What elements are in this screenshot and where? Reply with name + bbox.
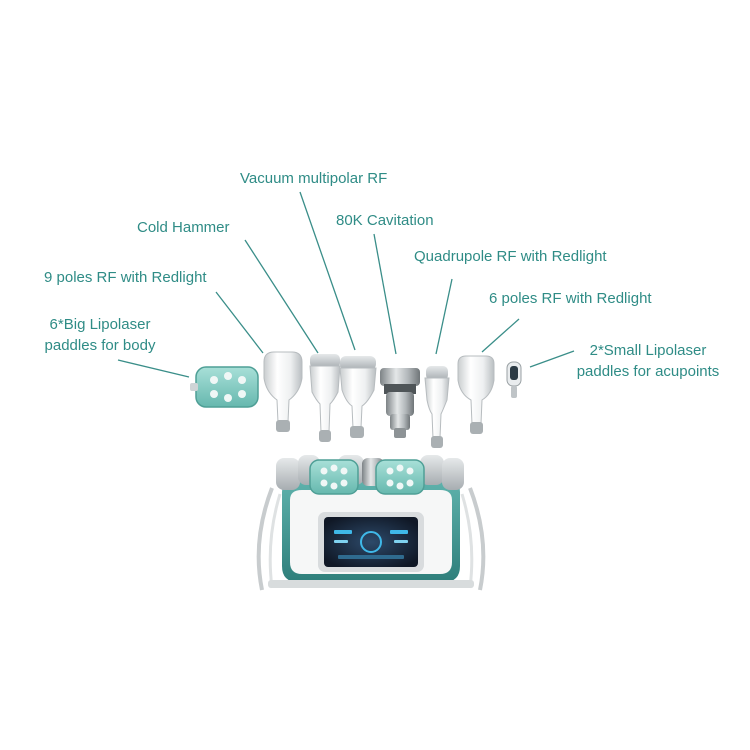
label-small-lipolaser-line2: paddles for acupoints: [576, 363, 720, 380]
label-cold-hammer: Cold Hammer: [137, 219, 230, 236]
rf-handpiece-icon-vacuum: [339, 356, 377, 438]
label-big-lipolaser: 6*Big Lipolaser paddles for body: [26, 314, 174, 356]
leader-line-cold-hammer: [244, 239, 319, 354]
label-80k-cavitation: 80K Cavitation: [336, 212, 434, 229]
rf-handpiece-icon-cold-hammer: [309, 354, 341, 442]
rf-handpiece-icon-nine-poles: [263, 351, 303, 432]
label-vacuum-multipolar-rf: Vacuum multipolar RF: [240, 170, 388, 187]
leader-lines: [117, 191, 575, 378]
label-six-poles-rf: 6 poles RF with Redlight: [489, 290, 652, 307]
leader-line-quadrupole: [435, 278, 453, 355]
rf-handpiece-icon-quadrupole: [424, 366, 450, 448]
label-quadrupole-rf: Quadrupole RF with Redlight: [414, 248, 607, 265]
leader-line-vacuum: [299, 191, 356, 351]
label-nine-poles-rf: 9 poles RF with Redlight: [44, 269, 207, 286]
label-big-lipolaser-line2: paddles for body: [44, 337, 156, 354]
lipolaser-paddle-icon: [190, 366, 259, 408]
cavitation-handpiece-icon: [380, 368, 420, 438]
leader-line-big-lipolaser: [117, 359, 190, 378]
rf-handpiece-icon-six-poles: [457, 355, 495, 434]
label-small-lipolaser-line1: 2*Small Lipolaser: [589, 342, 707, 359]
leader-line-six-poles: [481, 318, 520, 353]
leader-line-cavitation: [373, 233, 397, 355]
beauty-machine-icon: [256, 455, 486, 591]
leader-line-nine-poles: [215, 291, 264, 354]
leader-line-small-lipolaser: [529, 350, 575, 368]
label-big-lipolaser-line1: 6*Big Lipolaser: [49, 316, 151, 333]
label-small-lipolaser: 2*Small Lipolaser paddles for acupoints: [562, 340, 734, 382]
lipolaser-paddle-icon-small: [506, 361, 522, 398]
